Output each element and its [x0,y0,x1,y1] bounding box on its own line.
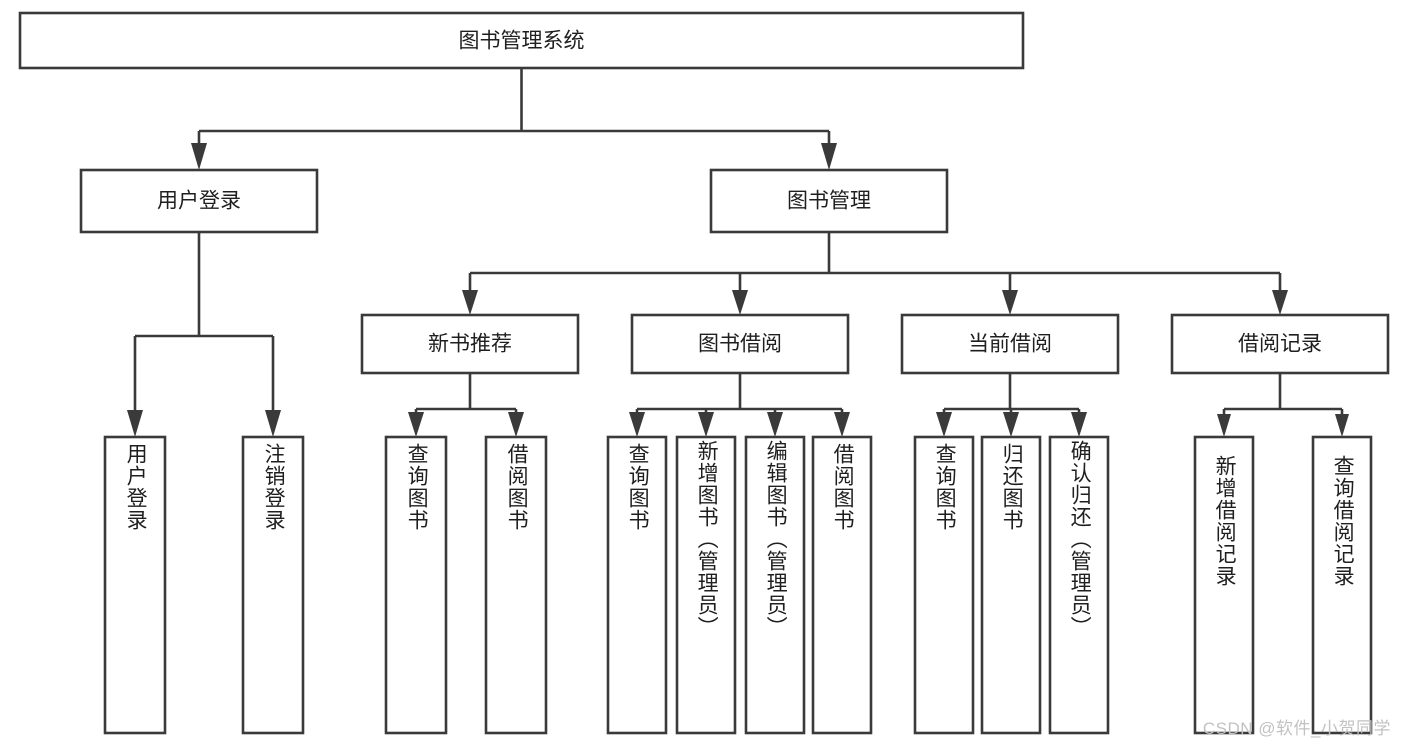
arrow-head-leaf-add-borrow-record [1217,414,1231,437]
node-borrow-record[interactable]: 借阅记录 [1170,313,1390,375]
leaf-label-wrap-edit-book-admin: 编辑图书（管理员） [746,437,804,733]
leaf-label-add-borrow-record: 新增借阅记录 [1213,455,1237,587]
leaf-label-user-login: 用户登录 [124,443,148,531]
leaf-label-wrap-user-login: 用户登录 [105,437,165,733]
leaf-label-query-books-current: 查询图书 [933,443,957,531]
node-leaf-user-logout[interactable] [241,435,305,735]
arrow-head-user-login [191,143,207,170]
node-leaf-add-borrow-record[interactable] [1193,435,1255,735]
nodes-group: 图书管理系统 用户登录 图书管理 新书推荐 图书借阅 当前借阅 [18,11,1390,735]
leaf-label-return-books: 归还图书 [1000,443,1024,531]
leaf-label-wrap-borrow-books: 借阅图书 [813,437,871,733]
leaf-label-edit-book-admin: 编辑图书（管理员） [764,440,788,638]
arrow-head-leaf-query-books-borrow [629,412,645,437]
node-borrow-record-label: 借阅记录 [1238,333,1322,356]
node-leaf-edit-book-admin[interactable] [744,435,806,735]
arrow-head-book-management [821,143,837,170]
arrow-head-leaf-borrow-books [834,412,850,437]
leaf-label-query-borrow-record: 查询借阅记录 [1331,455,1355,587]
arrow-head-book-borrow [732,290,748,315]
arrow-head-leaf-query-borrow-record [1335,414,1349,437]
node-leaf-add-book-admin[interactable] [675,435,737,735]
leaf-label-wrap-add-borrow-record: 新增借阅记录 [1195,437,1253,733]
node-leaf-query-borrow-record[interactable] [1311,435,1373,735]
arrow-head-leaf-query-books-current [936,412,952,437]
node-leaf-query-books-current[interactable] [913,435,975,735]
arrow-head-leaf-confirm-return-admin [1071,412,1087,437]
node-current-borrow-label: 当前借阅 [968,333,1052,356]
leaf-label-user-logout: 注销登录 [262,443,286,531]
node-user-login-label: 用户登录 [157,190,241,213]
leaf-label-wrap-query-books-recommend: 查询图书 [386,437,446,733]
leaf-label-wrap-query-books-current: 查询图书 [915,437,973,733]
leaf-label-wrap-confirm-return-admin: 确认归还（管理员） [1050,437,1108,733]
arrow-head-leaf-add-book-admin [698,412,714,437]
leaf-label-wrap-user-logout: 注销登录 [243,437,303,733]
node-leaf-query-books-recommend[interactable] [384,435,448,735]
node-book-management-label: 图书管理 [787,190,871,213]
node-new-book-recommend[interactable]: 新书推荐 [360,313,580,375]
leaf-label-query-books-recommend: 查询图书 [405,443,429,531]
arrow-head-leaf-return-books [1003,412,1019,437]
leaf-label-wrap-query-borrow-record: 查询借阅记录 [1313,437,1371,733]
leaf-label-wrap-borrow-books-recommend: 借阅图书 [486,437,546,733]
node-book-management[interactable]: 图书管理 [709,168,949,234]
node-leaf-query-books-borrow[interactable] [606,435,668,735]
connectors-group [127,68,1349,437]
node-book-borrow[interactable]: 图书借阅 [630,313,850,375]
arrow-head-leaf-borrow-books-recommend [508,412,524,437]
arrow-head-current-borrow [1002,290,1018,315]
node-book-borrow-label: 图书借阅 [698,333,782,356]
arrow-head-leaf-query-books-recommend [408,412,424,437]
leaf-label-wrap-query-books-borrow: 查询图书 [608,437,666,733]
node-root-label: 图书管理系统 [459,30,585,53]
watermark-text: CSDN @软件_小贺同学 [1202,719,1391,738]
arrow-head-new-book-recommend [462,290,478,315]
node-leaf-return-books[interactable] [980,435,1042,735]
leaf-label-borrow-books-recommend: 借阅图书 [505,443,529,531]
arrow-head-borrow-record [1272,290,1288,315]
leaf-label-confirm-return-admin: 确认归还（管理员） [1068,440,1092,638]
arrow-head-leaf-user-login [127,410,143,437]
leaf-label-query-books-borrow: 查询图书 [626,443,650,531]
arrow-head-leaf-user-logout [265,410,281,437]
arrow-head-leaf-edit-book-admin [767,412,783,437]
node-leaf-user-login[interactable] [103,435,167,735]
node-current-borrow[interactable]: 当前借阅 [900,313,1120,375]
node-new-book-recommend-label: 新书推荐 [428,333,512,356]
node-leaf-borrow-books-recommend[interactable] [484,435,548,735]
leaf-label-add-book-admin: 新增图书（管理员） [695,440,719,638]
node-leaf-confirm-return-admin[interactable] [1048,435,1110,735]
leaf-label-wrap-return-books: 归还图书 [982,437,1040,733]
node-leaf-borrow-books[interactable] [811,435,873,735]
leaf-label-wrap-add-book-admin: 新增图书（管理员） [677,437,735,733]
node-user-login[interactable]: 用户登录 [79,168,319,234]
leaf-label-borrow-books: 借阅图书 [831,443,855,531]
node-root[interactable]: 图书管理系统 [18,11,1025,70]
